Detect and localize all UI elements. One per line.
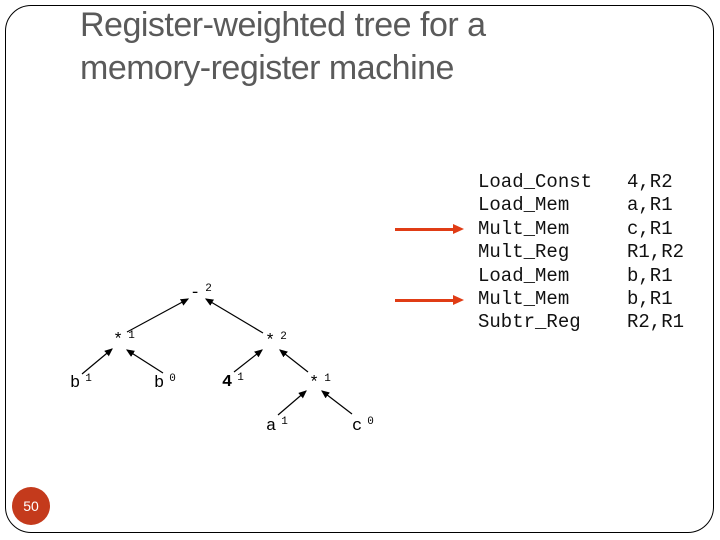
instruction-operands: b,R1 [627, 287, 673, 310]
slide-title-line2: memory-register machine [80, 49, 454, 87]
arrow-head-icon [453, 295, 464, 305]
tree-node-root: -2 [190, 283, 212, 304]
instruction-mnemonic: Mult_Mem [478, 287, 570, 310]
tree-node-mul-inner-label: * [309, 374, 320, 393]
tree-node-leaf-4-weight: 1 [237, 372, 244, 384]
instruction-row: Load_Mem a,R1 [478, 194, 684, 217]
instruction-mnemonic: Load_Mem [478, 264, 570, 287]
instruction-operands: R2,R1 [627, 311, 685, 334]
instruction-mnemonic: Load_Const [478, 171, 593, 193]
tree-node-leaf-c-label: c [352, 417, 363, 436]
tree-node-leaf-4-label: 4 [222, 373, 233, 392]
instruction-row: Mult_Reg R1,R2 [478, 241, 684, 264]
arrow-shaft [395, 228, 454, 231]
tree-node-mul-right-label: * [265, 332, 276, 351]
slide-title-line1: Register-weighted tree for a [80, 6, 486, 44]
instruction-row: Subtr_Reg R2,R1 [478, 311, 684, 334]
tree-node-root-weight: 2 [205, 283, 212, 295]
instruction-mnemonic: Mult_Reg [478, 241, 570, 264]
tree-node-mul-left-label: * [113, 331, 124, 350]
instruction-mnemonic: Load_Mem [478, 194, 570, 217]
tree-node-mul-inner-weight: 1 [324, 373, 331, 385]
tree-node-mul-right: *2 [265, 331, 287, 352]
instruction-operands: R1,R2 [627, 241, 685, 264]
tree-node-leaf-b1-label: b [70, 374, 81, 393]
tree-node-leaf-a-weight: 1 [281, 416, 288, 428]
instruction-row: Mult_Mem b,R1 [478, 288, 684, 311]
tree-node-root-label: - [190, 284, 201, 303]
slide-title: Register-weighted tree for a memory-regi… [80, 4, 660, 90]
tree-node-mul-left: *1 [113, 330, 135, 351]
instruction-row: Load_Const 4,R2 [478, 171, 684, 194]
arrow-shaft [395, 299, 454, 302]
instruction-row: Mult_Mem c,R1 [478, 218, 684, 241]
instruction-mnemonic: Subtr_Reg [478, 311, 581, 334]
arrow-head-icon [453, 224, 464, 234]
tree-edges [81, 298, 353, 416]
instruction-operands: c,R1 [627, 217, 673, 240]
tree-node-leaf-b0-weight: 0 [169, 373, 176, 385]
instruction-operands: 4,R2 [627, 171, 673, 193]
highlight-arrow-mult-mem-c [395, 224, 465, 235]
page-number-badge: 50 [12, 487, 50, 525]
instruction-row: Load_Mem b,R1 [478, 265, 684, 288]
tree-node-leaf-b0-label: b [154, 374, 165, 393]
tree-node-mul-left-weight: 1 [128, 330, 135, 342]
instruction-operands: a,R1 [627, 194, 673, 217]
tree-node-leaf-b1-weight: 1 [85, 373, 92, 385]
page-number: 50 [23, 498, 39, 514]
highlight-arrow-mult-mem-b [395, 295, 465, 306]
tree-node-mul-inner: *1 [309, 373, 331, 394]
instruction-mnemonic: Mult_Mem [478, 217, 570, 240]
instruction-operands: b,R1 [627, 264, 673, 287]
tree-node-mul-right-weight: 2 [280, 331, 287, 343]
tree-node-leaf-a-label: a [266, 417, 277, 436]
tree-node-leaf-c-weight: 0 [367, 416, 374, 428]
instruction-listing: Load_Const 4,R2 Load_Mem a,R1 Mult_Mem c,R1… [478, 171, 684, 335]
